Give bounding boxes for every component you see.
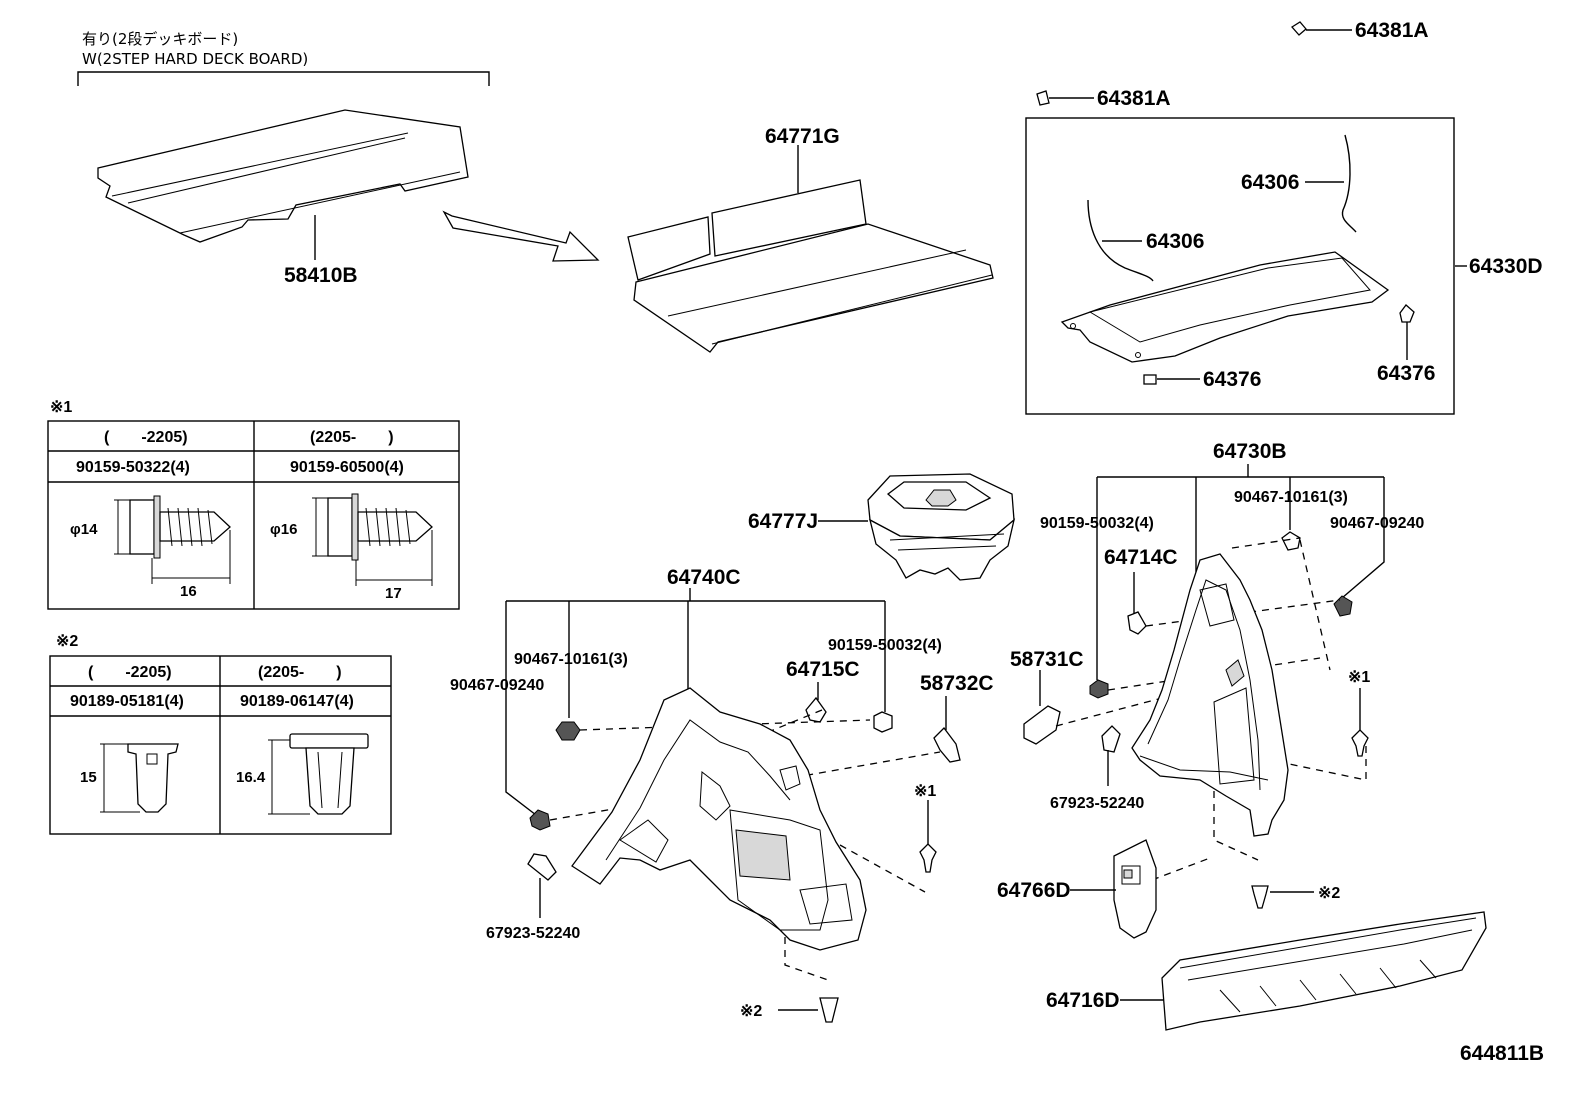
jp-note: 有り(2段デッキボード) [82,30,238,48]
tonneau-cover-box [1025,117,1455,415]
t1-dia-1: φ14 [70,521,98,538]
clip-67923-right-icon [1101,725,1121,753]
label-64381A-top: 64381A [1355,19,1429,42]
ref2-right: ※2 [1318,885,1340,902]
clip-ref2-left-icon [819,997,839,1023]
quarter-trim-64730B[interactable] [1131,553,1289,837]
t1-part-1: 90159-50322(4) [76,459,190,476]
variant-bracket [77,71,490,86]
screw-ref1-right-icon [1351,729,1369,757]
strap-64306-right[interactable] [1341,134,1357,233]
clip-90467-09240-left-icon [529,809,551,831]
label-64740C: 64740C [667,566,741,589]
label-64771G: 64771G [765,125,840,148]
clip-67923-left-icon [527,853,557,881]
en-note: W(2STEP HARD DECK BOARD) [82,50,308,68]
tonneau-cover-64330D[interactable] [1060,251,1390,363]
ref-mark-1: ※1 [50,399,72,416]
label-64715C: 64715C [786,658,860,681]
label-90467-10161-left: 90467-10161(3) [514,651,628,668]
tapping-screw-14-icon [114,495,231,584]
deck-board-64771G[interactable] [627,179,994,353]
bracket-64715C-icon [805,696,827,723]
label-58732C: 58732C [920,672,994,695]
clip-ref2-right-icon [1251,885,1269,909]
leader-64730B [1096,464,1385,680]
label-64376-a: 64376 [1203,368,1261,391]
label-64716D: 64716D [1046,989,1120,1012]
label-64376-b: 64376 [1377,362,1435,385]
label-64306-a: 64306 [1241,171,1299,194]
push-clip-164-icon [268,733,369,815]
push-clip-15-icon [100,743,179,813]
clip-90467-10161-right-icon [1281,531,1301,551]
label-90159-50032-left: 90159-50032(4) [828,637,942,654]
label-90467-10161-right: 90467-10161(3) [1234,489,1348,506]
stopper-64376-left-icon [1143,374,1157,385]
t1-len-1: 16 [180,583,197,600]
t2-range-2: (2205- ) [258,664,342,681]
ref2-left: ※2 [740,1003,762,1020]
label-58410B: 58410B [284,264,358,287]
ref-mark-2: ※2 [56,633,78,650]
label-90159-50032-right: 90159-50032(4) [1040,515,1154,532]
label-64730B: 64730B [1213,440,1287,463]
label-64330D: 64330D [1469,255,1543,278]
t1-range-2: (2205- ) [310,429,394,446]
deck-board-58410B[interactable] [97,109,469,243]
t1-len-2: 17 [385,585,402,602]
label-67923-left: 67923-52240 [486,925,580,942]
t1-dia-2: φ16 [270,521,297,538]
t2-height-1: 15 [80,769,97,786]
clip-90467-09240-right-icon [1333,595,1353,617]
bracket-58732C-icon [933,727,961,763]
t2-part-2: 90189-06147(4) [240,693,354,710]
label-64777J: 64777J [748,510,818,533]
cover-64766D[interactable] [1113,839,1157,939]
screw-ref1-left-icon [919,843,937,873]
label-90467-09240-right: 90467-09240 [1330,515,1424,532]
label-64381A-box: 64381A [1097,87,1171,110]
t2-part-1: 90189-05181(4) [70,693,184,710]
tool-tray-64777J[interactable] [867,473,1016,581]
label-90467-09240-left: 90467-09240 [450,677,544,694]
t2-height-2: 16.4 [236,769,266,786]
tapping-screw-16-icon [312,493,433,586]
label-67923-right: 67923-52240 [1050,795,1144,812]
screw-spec-table: ( -2205) (2205- ) 90159-50322(4) 90159-6… [47,420,460,610]
cover-58731C-icon [1023,705,1061,745]
ref1-left: ※1 [914,783,936,800]
ref1-right: ※1 [1348,669,1370,686]
leader-64740C [505,588,886,816]
clip-64381A-box-icon [1036,90,1050,106]
nut-90159-50032-right-icon [1089,679,1109,699]
label-64306-b: 64306 [1146,230,1204,253]
strap-64306-left[interactable] [1087,199,1154,282]
bracket-64714C-icon [1127,611,1147,635]
clip-64381A-top-icon [1291,21,1307,36]
direction-arrow [442,210,600,262]
clip-spec-table: ( -2205) (2205- ) 90189-05181(4) 90189-0… [49,655,392,835]
label-58731C: 58731C [1010,648,1084,671]
t1-range-1: ( -2205) [104,429,188,446]
label-64766D: 64766D [997,879,1071,902]
diagram-id: 644811B [1460,1042,1544,1065]
label-64714C: 64714C [1104,546,1178,569]
t1-part-2: 90159-60500(4) [290,459,404,476]
stopper-64376-right-icon [1399,304,1415,323]
clip-90467-10161-left-icon [555,721,581,741]
quarter-trim-64740C[interactable] [571,687,867,951]
nut-90159-50032-left-icon [873,711,893,733]
t2-range-1: ( -2205) [88,664,172,681]
scuff-plate-64716D[interactable] [1161,911,1487,1031]
